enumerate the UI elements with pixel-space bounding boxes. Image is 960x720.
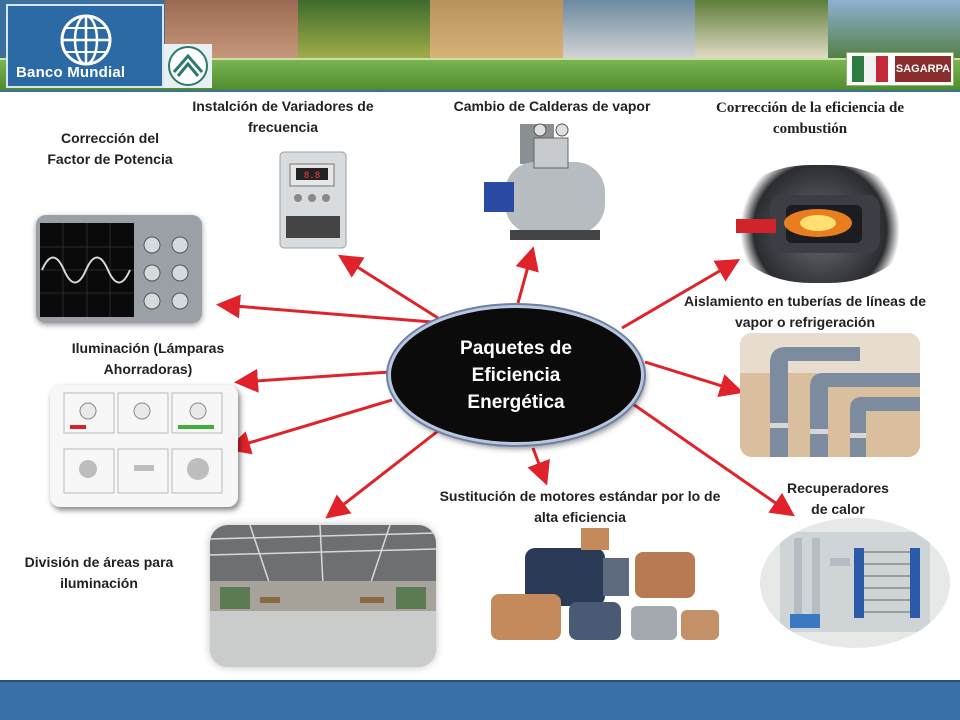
center-title: Paquetes de Eficiencia Energética — [460, 337, 572, 413]
center-node: Paquetes de Eficiencia Energética — [388, 305, 644, 445]
label-lamps: Iluminación (Lámparas Ahorradoras) — [71, 340, 225, 377]
label-power-factor: Corrección del Factor de Potencia — [47, 130, 173, 167]
label-frequency-drive: Instalción de Variadores de frecuencia — [192, 98, 374, 135]
insulated-pipes-image — [740, 333, 920, 457]
arrow-to-motors — [527, 447, 550, 486]
fira-logo-icon — [164, 44, 212, 88]
footer-bar — [0, 680, 960, 720]
oscilloscope-image — [36, 215, 202, 323]
heat-exchanger-image — [760, 518, 950, 648]
warehouse-image — [210, 525, 436, 667]
electric-motors-image — [485, 528, 725, 658]
steam-boiler-image — [480, 118, 610, 248]
arrow-to-combustion — [621, 258, 741, 330]
arrow-to-boiler — [515, 246, 539, 304]
lamps-document-image — [50, 385, 238, 507]
logo-text: Banco Mundial — [16, 64, 126, 81]
arrow-to-power-factor — [216, 294, 433, 324]
frequency-drive-image: 8.8 — [278, 150, 348, 250]
label-pipes: Aislamiento en tuberías de líneas de vap… — [684, 293, 926, 330]
label-combustion: Corrección de la eficiencia de combustió… — [716, 100, 904, 137]
arrow-to-pipes — [644, 360, 744, 398]
banco-mundial-logo: Banco Mundial — [6, 4, 164, 88]
header-photo-strip — [165, 0, 960, 62]
mexico-seal-icon — [852, 56, 888, 82]
arrow-to-frequency-drive — [337, 254, 439, 320]
sagarpa-badge: SAGARPA — [895, 56, 951, 82]
label-boiler: Cambio de Calderas de vapor — [453, 98, 651, 114]
svg-text:8.8: 8.8 — [304, 171, 320, 181]
arrow-to-lamps — [234, 368, 391, 393]
arrow-to-warehouse — [325, 429, 439, 519]
label-motors: Sustitución de motores estándar por lo d… — [439, 488, 721, 525]
globe-icon — [60, 14, 112, 66]
label-warehouse: División de áreas para iluminación — [24, 554, 174, 591]
arrow-to-heat-recovery — [629, 400, 795, 517]
label-heat-recovery: Recuperadores de calor — [787, 480, 889, 517]
arrow-to-document — [226, 398, 393, 455]
combustion-burner-image — [730, 165, 910, 283]
